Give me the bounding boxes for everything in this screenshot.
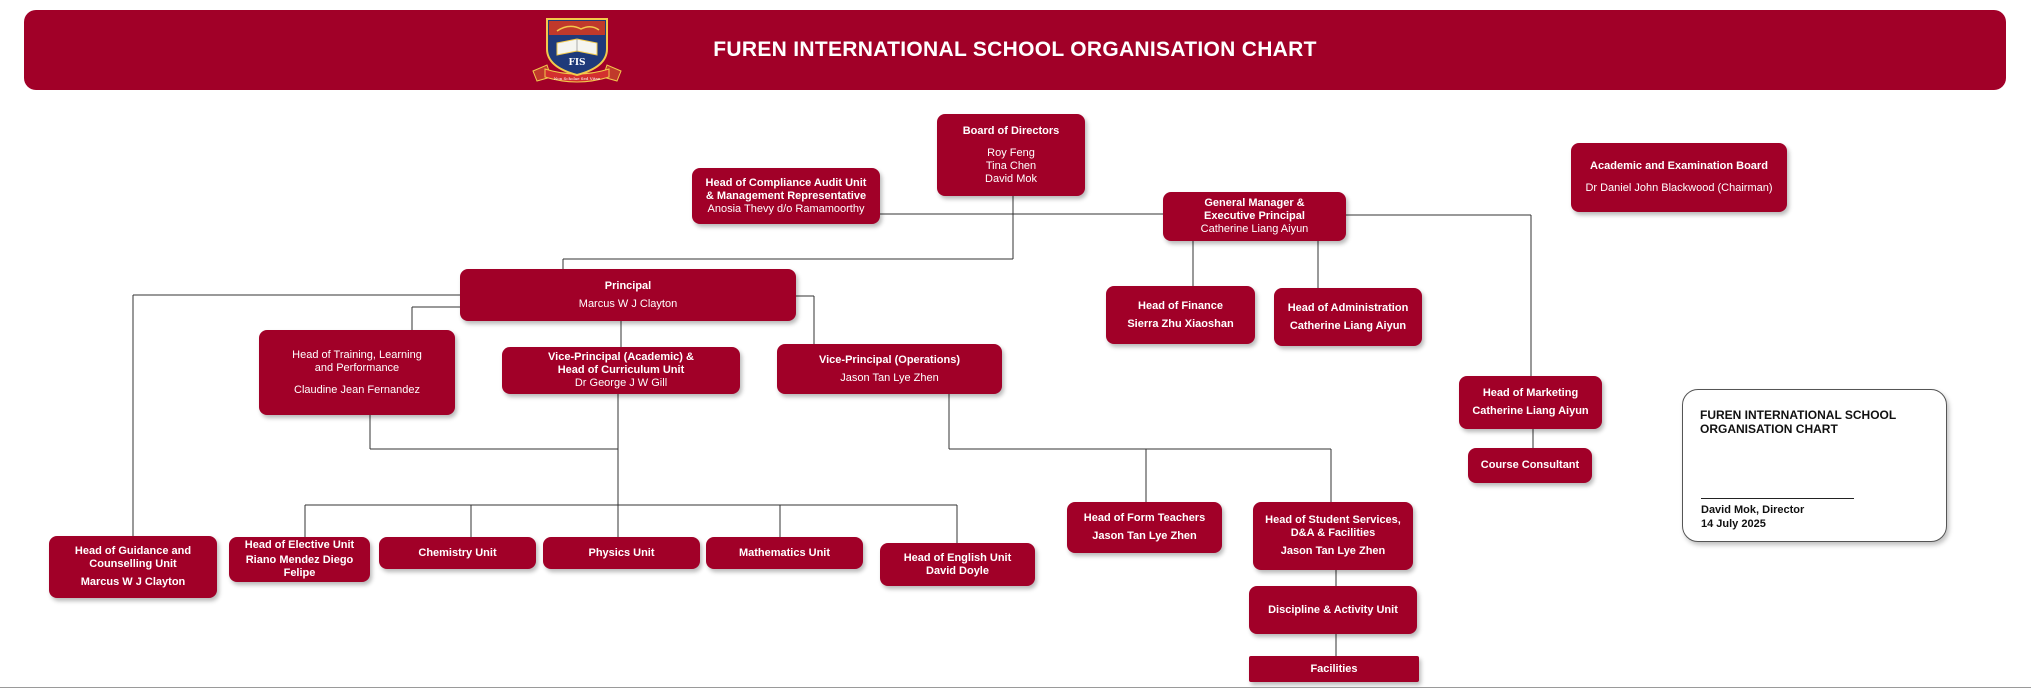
signature-title-line1: FUREN INTERNATIONAL SCHOOL <box>1700 408 1897 422</box>
board-member: Roy Feng <box>987 146 1035 159</box>
form-teachers-name: Jason Tan Lye Zhen <box>1092 530 1197 542</box>
finance-box: Head of Finance Sierra Zhu Xiaoshan <box>1106 286 1255 344</box>
compliance-audit-box: Head of Compliance Audit Unit & Manageme… <box>692 168 880 224</box>
vp-operations-title: Vice-Principal (Operations) <box>818 353 960 366</box>
compliance-name: Anosia Thevy d/o Ramamoorthy <box>707 202 865 215</box>
board-member: David Mok <box>985 172 1037 185</box>
vp-academic-title-line2: Head of Curriculum Unit <box>557 364 685 376</box>
board-of-directors-box: Board of Directors Roy Feng Tina Chen Da… <box>937 114 1085 196</box>
finance-title: Head of Finance <box>1138 299 1223 312</box>
form-teachers-title: Head of Form Teachers <box>1083 512 1206 524</box>
signature-box-title: FUREN INTERNATIONAL SCHOOL ORGANISATION … <box>1700 408 1930 436</box>
vp-operations-box: Vice-Principal (Operations) Jason Tan Ly… <box>777 344 1002 394</box>
marketing-title: Head of Marketing <box>1482 387 1579 399</box>
training-title-line1: Head of Training, Learning <box>292 348 422 361</box>
marketing-name: Catherine Liang Aiyun <box>1472 405 1589 417</box>
facilities-title: Facilities <box>1310 662 1358 675</box>
elective-unit-box: Head of Elective Unit Riano Mendez Diego… <box>229 537 370 582</box>
signature-block: David Mok, Director 14 July 2025 <box>1701 503 1804 531</box>
compliance-title-line2: & Management Representative <box>705 189 867 202</box>
administration-box: Head of Administration Catherine Liang A… <box>1274 288 1422 346</box>
student-services-title-line1: Head of Student Services, <box>1265 514 1401 526</box>
crest-motto: Non Scholae Sed Vitae <box>554 76 601 81</box>
finance-name: Sierra Zhu Xiaoshan <box>1127 317 1234 330</box>
english-unit-box: Head of English Unit David Doyle <box>880 543 1035 586</box>
vp-academic-box: Vice-Principal (Academic) & Head of Curr… <box>502 347 740 394</box>
general-manager-box: General Manager & Executive Principal Ca… <box>1163 192 1346 241</box>
signature-box: FUREN INTERNATIONAL SCHOOL ORGANISATION … <box>1682 389 1947 542</box>
elective-name: Riano Mendez Diego Felipe <box>245 554 354 579</box>
crest-initials: FIS <box>568 58 585 68</box>
mathematics-title: Mathematics Unit <box>738 546 831 559</box>
course-consultant-box: Course Consultant <box>1468 448 1592 483</box>
gm-name: Catherine Liang Aiyun <box>1200 223 1309 235</box>
administration-name: Catherine Liang Aiyun <box>1289 319 1407 332</box>
board-title: Board of Directors <box>962 124 1060 137</box>
student-services-title-line2: D&A & Facilities <box>1290 527 1376 539</box>
principal-name: Marcus W J Clayton <box>578 297 678 310</box>
student-services-box: Head of Student Services, D&A & Faciliti… <box>1253 502 1413 570</box>
english-title: Head of English Unit <box>903 551 1012 564</box>
course-consultant-title: Course Consultant <box>1480 459 1580 471</box>
physics-unit-box: Physics Unit <box>543 537 700 569</box>
training-box: Head of Training, Learning and Performan… <box>259 330 455 415</box>
guidance-name: Marcus W J Clayton <box>80 576 186 588</box>
discipline-title: Discipline & Activity Unit <box>1268 603 1398 616</box>
guidance-box: Head of Guidance and Counselling Unit Ma… <box>49 536 217 598</box>
school-crest-icon: Non Scholae Sed Vitae FIS <box>532 18 622 83</box>
signature-title-line2: ORGANISATION CHART <box>1700 422 1838 436</box>
academic-board-name: Dr Daniel John Blackwood (Chairman) <box>1585 182 1773 194</box>
signature-date: 14 July 2025 <box>1701 518 1766 530</box>
elective-title: Head of Elective Unit <box>244 539 355 551</box>
facilities-box: Facilities <box>1249 656 1419 682</box>
signer-name: David Mok, Director <box>1701 504 1805 516</box>
mathematics-unit-box: Mathematics Unit <box>706 537 863 569</box>
signature-line <box>1701 498 1854 499</box>
marketing-box: Head of Marketing Catherine Liang Aiyun <box>1459 376 1602 429</box>
training-name: Claudine Jean Fernandez <box>294 383 420 396</box>
academic-board-title: Academic and Examination Board <box>1590 160 1768 172</box>
compliance-title-line1: Head of Compliance Audit Unit <box>705 176 867 189</box>
board-member: Tina Chen <box>985 159 1037 172</box>
physics-title: Physics Unit <box>588 546 655 559</box>
principal-title: Principal <box>604 279 652 292</box>
page-title: FUREN INTERNATIONAL SCHOOL ORGANISATION … <box>713 38 1317 61</box>
administration-title: Head of Administration <box>1287 301 1409 314</box>
vp-academic-name: Dr George J W Gill <box>574 377 668 389</box>
gm-title-line2: Executive Principal <box>1204 210 1305 222</box>
guidance-title-line2: Counselling Unit <box>89 558 177 570</box>
chemistry-unit-box: Chemistry Unit <box>379 537 536 569</box>
principal-box: Principal Marcus W J Clayton <box>460 269 796 321</box>
training-title-line2: and Performance <box>314 361 400 374</box>
vp-academic-title-line1: Vice-Principal (Academic) & <box>548 351 694 363</box>
chemistry-title: Chemistry Unit <box>418 546 497 559</box>
gm-title-line1: General Manager & <box>1204 197 1305 209</box>
vp-operations-name: Jason Tan Lye Zhen <box>840 371 939 384</box>
guidance-title-line1: Head of Guidance and <box>74 545 192 557</box>
form-teachers-box: Head of Form Teachers Jason Tan Lye Zhen <box>1067 502 1222 553</box>
bottom-divider <box>0 687 2031 688</box>
discipline-activity-box: Discipline & Activity Unit <box>1249 586 1417 634</box>
header-banner: Non Scholae Sed Vitae FIS FUREN INTERNAT… <box>24 10 2006 90</box>
student-services-name: Jason Tan Lye Zhen <box>1280 545 1386 557</box>
english-name: David Doyle <box>926 564 989 577</box>
academic-board-box: Academic and Examination Board Dr Daniel… <box>1571 143 1787 212</box>
